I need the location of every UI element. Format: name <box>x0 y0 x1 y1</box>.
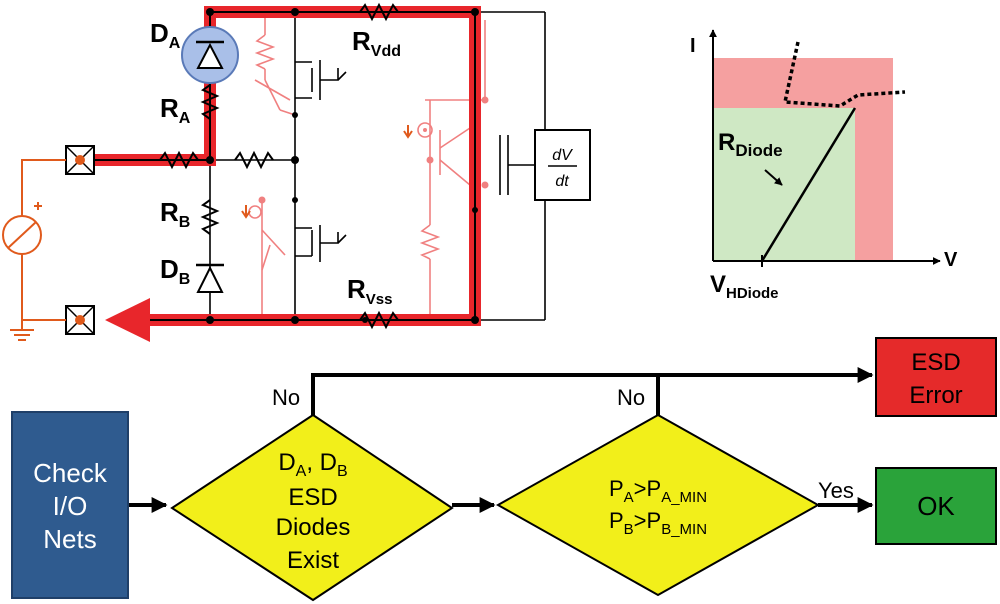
esd-error-line-1: ESD <box>911 349 960 376</box>
diamond2-line-1: PA>PA_MIN <box>609 476 707 506</box>
no-label-1: No <box>272 385 300 410</box>
label-rvss: RVss <box>347 274 392 308</box>
diamond1-line-2: ESD <box>288 484 337 511</box>
no-label-2: No <box>617 385 645 410</box>
dvdt-den: dt <box>555 173 569 190</box>
esd-source <box>2 159 66 341</box>
check-line-3: Nets <box>43 524 96 554</box>
diamond1-line-4: Exist <box>287 547 339 574</box>
esd-error-line-2: Error <box>909 382 962 409</box>
diode-b-icon <box>196 263 224 293</box>
iv-plot: I V RDiode VHDiode <box>690 29 958 302</box>
label-db: DB <box>160 254 190 288</box>
iv-x-label: V <box>944 249 958 271</box>
iv-y-label: I <box>690 35 696 57</box>
diamond-diodes-exist <box>170 413 454 602</box>
ok-box <box>875 467 997 545</box>
iv-diode-curve <box>760 107 857 262</box>
label-rvdd: RVdd <box>352 26 401 60</box>
check-io-nets-box <box>11 411 129 599</box>
diamond1-line-3: Diodes <box>276 514 351 541</box>
flow-connectors <box>128 367 874 513</box>
esd-current-path <box>92 6 481 326</box>
iv-vhdiode-label: VHDiode <box>710 271 779 302</box>
faded-current-arrow-2 <box>241 205 251 219</box>
dvdt-box <box>534 129 591 201</box>
iv-rdiode-pointer <box>764 169 783 186</box>
dvdt-num: dV <box>552 147 573 164</box>
ok-label: OK <box>917 491 955 521</box>
yes-label: Yes <box>818 478 854 503</box>
iv-rdiode-label: RDiode <box>718 129 783 160</box>
check-line-1: Check <box>33 458 108 488</box>
check-line-2: I/O <box>53 491 88 521</box>
label-da: DA <box>150 18 181 52</box>
circuit-nodes <box>206 8 479 324</box>
io-pad-bottom <box>65 305 95 335</box>
diamond1-line-1: DA, DB <box>278 449 347 480</box>
circuit-schematic: dV dt DA RA <box>2 2 591 342</box>
label-rb: RB <box>160 197 190 231</box>
label-ra: RA <box>160 93 191 127</box>
esd-error-box <box>875 337 997 417</box>
iv-green-region <box>713 108 855 261</box>
flowchart: Check I/O Nets DA, DB ESD Diodes Exist P… <box>11 337 997 602</box>
circuit-wires <box>209 11 546 321</box>
path-resistors <box>159 2 399 330</box>
faded-current-arrow-1 <box>403 125 413 139</box>
diamond-p-threshold <box>495 413 821 597</box>
diamond2-line-2: PB>PB_MIN <box>609 508 707 538</box>
diode-a-icon <box>196 40 224 69</box>
io-pad-top <box>65 145 95 175</box>
esd-current-arrow <box>105 298 150 342</box>
faded-trigger-circuit <box>248 12 486 320</box>
